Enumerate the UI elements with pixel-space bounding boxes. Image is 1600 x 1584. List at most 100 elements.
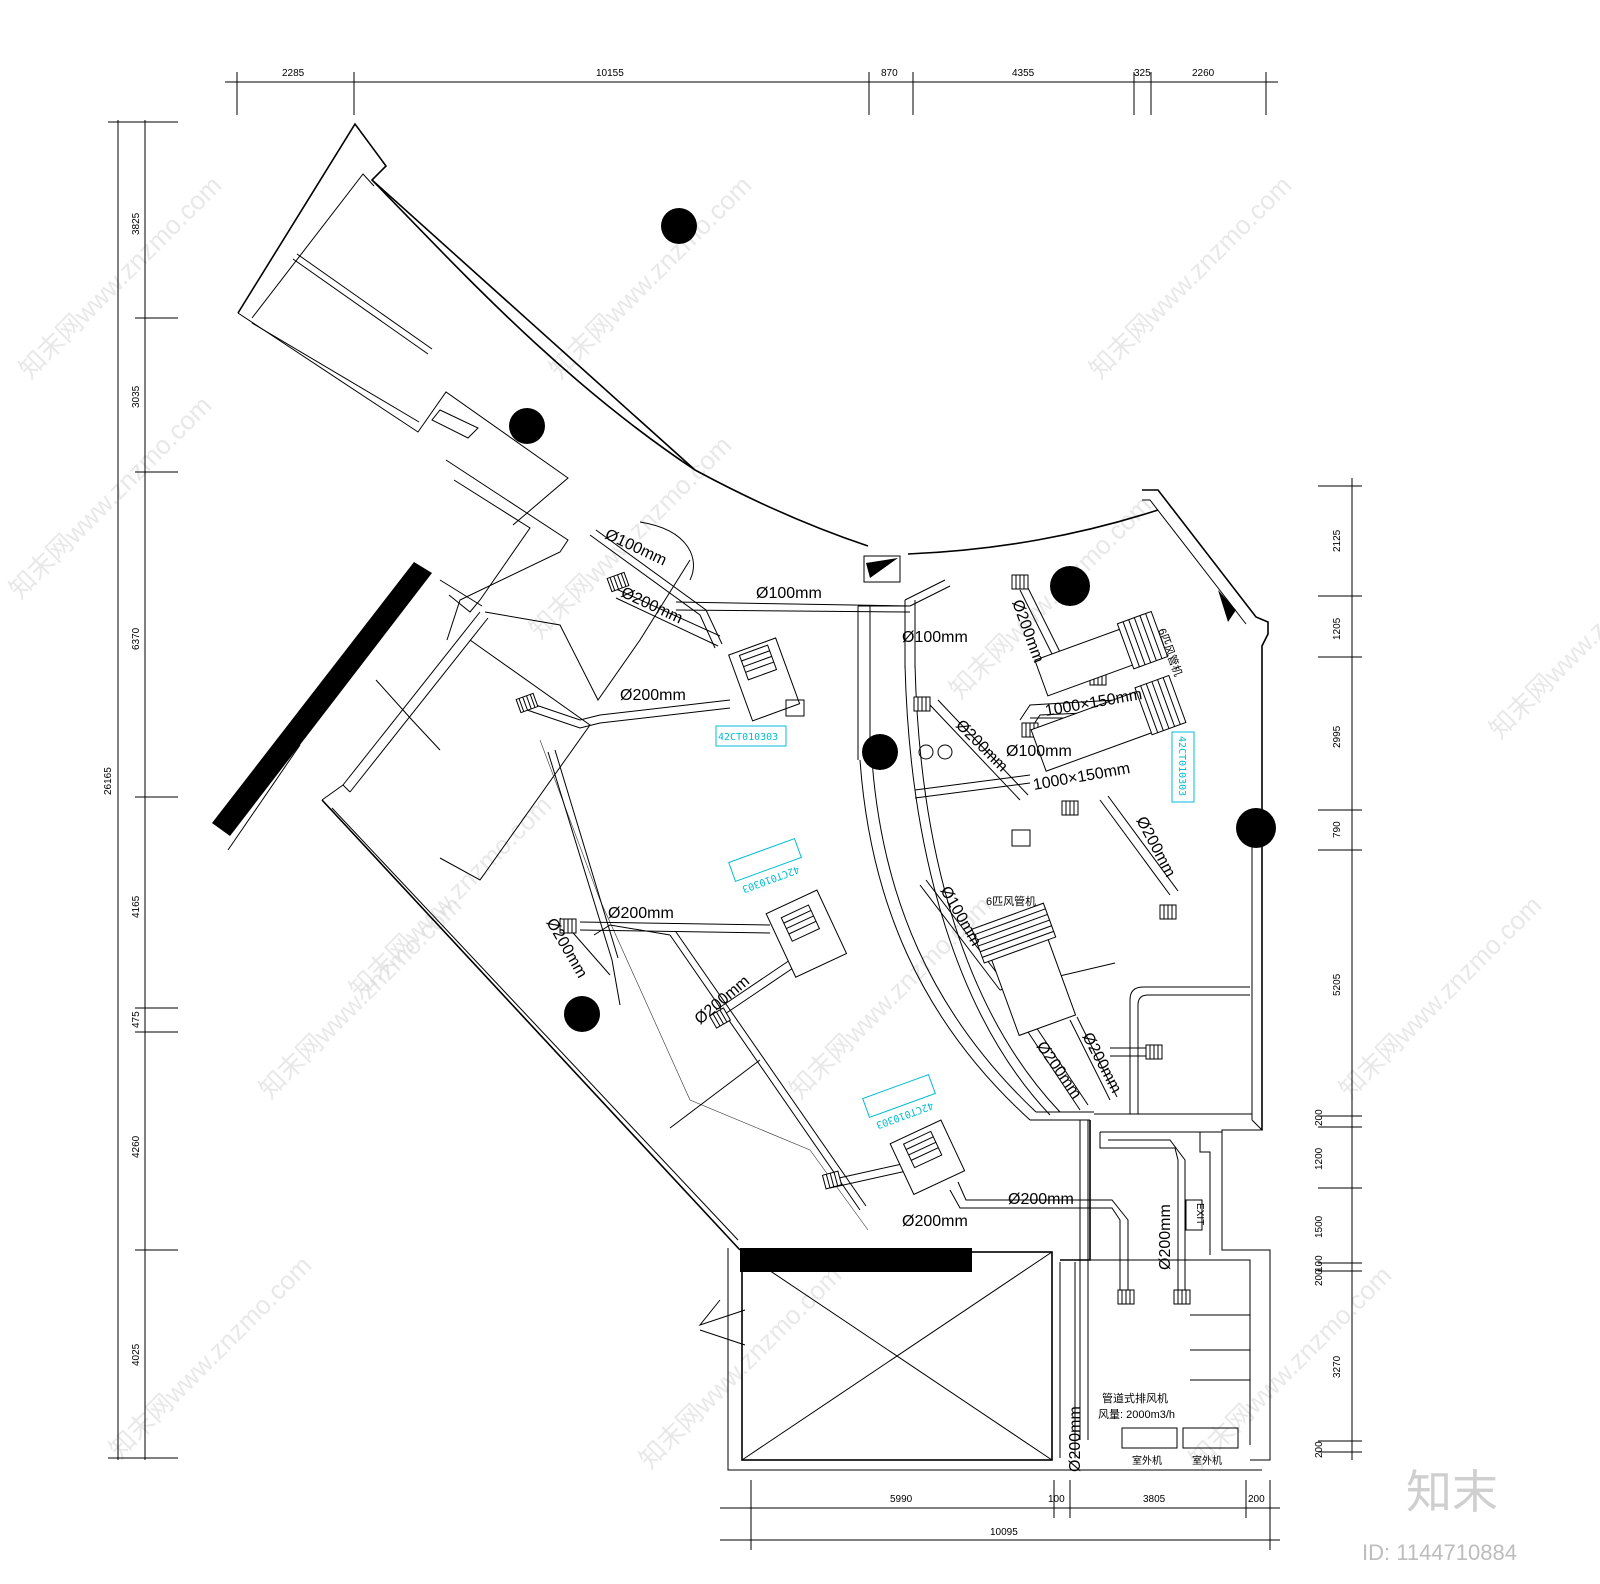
misc-symbols [431,409,1236,847]
dim-right-3: 2995 [1332,725,1343,748]
bottom-dimension-line: 5990 100 3805 200 10095 [720,1480,1280,1550]
diffuser [559,918,577,934]
brand-logo: 知末 [1406,1466,1498,1518]
diffuser [1117,1289,1135,1305]
speaker-icon [1011,829,1031,847]
duct-label: Ø200mm [1067,1406,1084,1472]
duct-label: Ø200mm [902,1213,968,1230]
dim-top-5: 325 [1134,68,1151,79]
column [862,734,898,770]
outdoor-unit-label: 室外机 [1132,1454,1162,1467]
dim-bottom-4: 200 [1248,1494,1265,1505]
duct-label: Ø200mm [1008,1191,1074,1208]
dim-right-12: 200 [1314,1441,1325,1458]
duct-label: Ø200mm [952,717,1011,776]
dim-top-1: 2285 [282,68,305,79]
dim-right-1: 2125 [1332,529,1343,552]
ac-duct-unit [1034,610,1169,697]
dim-left-7: 4025 [131,1343,142,1366]
diffuser [1159,904,1177,920]
column [564,996,600,1032]
building-walls [227,122,1271,1471]
diffuser [1061,800,1079,816]
dim-right-6: 200 [1314,1109,1325,1126]
dim-right-4: 790 [1332,821,1343,838]
watermark-layer: 知末网www.znzmo.com 知末网www.znzmo.com 知末网www… [3,170,1600,1474]
fan-icon [918,744,934,760]
ac-unit [728,637,801,722]
watermark: 知末网www.znzmo.com [1083,170,1297,384]
ac-duct-unit [1030,674,1187,772]
watermark: 知末网www.znzmo.com [633,1260,847,1474]
duct-label: Ø100mm [756,585,822,602]
column [509,408,545,444]
dim-left-6: 4260 [131,1135,142,1158]
exit-sign: EXIT [1185,1199,1205,1231]
duct-label: Ø200mm [608,905,674,922]
diffuser [515,692,539,714]
duct-label: Ø200mm [1157,1204,1174,1270]
duct-label: Ø100mm [902,629,968,646]
watermark: 知末网www.znzmo.com [543,170,757,384]
stair-symbol [431,409,479,439]
exit-sign-text: EXIT [1194,1203,1205,1225]
watermark: 知末网www.znzmo.com [1483,530,1600,744]
dim-right-7: 1200 [1314,1147,1325,1170]
fan-unit-label: 6匹风管机 [986,894,1036,908]
dim-top-4: 4355 [1012,68,1035,79]
watermark: 知末网www.znzmo.com [13,170,227,384]
dim-left-2: 3035 [131,385,142,408]
ac-units [728,610,1187,1196]
columns [509,208,1276,1032]
black-wall-bottom [740,1248,972,1272]
dim-left-4: 4165 [131,895,142,918]
watermark: 知末网www.znzmo.com [3,390,217,604]
exhaust-fan-airflow: 风量: 2000m3/h [1098,1408,1175,1421]
column [1236,808,1276,848]
dim-bottom-total: 10095 [990,1527,1018,1538]
diffuser [1011,574,1029,590]
ac-duct-unit [971,902,1077,1037]
unit-tag: 42CT010303 [874,1099,934,1130]
dim-left-5: 475 [131,1011,142,1028]
dim-top-2: 10155 [596,68,624,79]
exhaust-fan-name: 管道式排风机 [1102,1391,1168,1405]
dim-left-3: 6370 [131,627,142,650]
column [661,208,697,244]
dim-bottom-3: 3805 [1143,1494,1166,1505]
ac-unit [889,1119,966,1196]
dim-top-3: 870 [881,68,898,79]
duct-label: Ø200mm [1078,1030,1124,1096]
left-dimension-line: 26165 3825 3035 6370 4165 475 4260 4025 [103,120,178,1460]
shaft-marker [1218,590,1236,622]
outdoor-unit-label: 室外机 [1192,1454,1222,1467]
duct-label: Ø100mm [1006,743,1072,760]
diffuser [1173,1289,1191,1305]
dim-top-6: 2260 [1192,68,1215,79]
dim-right-10: 200 [1314,1269,1325,1286]
duct-label: Ø200mm [1132,814,1178,880]
image-id: ID: 1144710884 [1362,1540,1517,1565]
watermark: 知末网www.znzmo.com [1183,1260,1397,1474]
dim-right-9: 100 [1314,1255,1325,1272]
black-wall-left [212,562,432,836]
dim-left-total: 26165 [103,767,114,795]
diffuser [913,696,931,712]
unit-tag: 42CT010303 [740,863,800,894]
duct-label: Ø200mm [1033,1039,1085,1103]
top-dimension-line: 2285 10155 870 4355 325 2260 [225,68,1278,115]
fan-icon [937,744,953,760]
dim-right-2: 1205 [1332,617,1343,640]
right-dimension-line: 2125 1205 2995 790 5205 200 1200 1500 10… [1314,478,1362,1460]
duct-label: Ø200mm [620,687,686,704]
dim-bottom-1: 5990 [890,1494,913,1505]
speaker-icon [785,699,805,717]
shaft [863,555,901,583]
column [1050,566,1090,606]
watermark: 知末网www.znzmo.com [1333,890,1547,1104]
dim-right-5: 5205 [1332,973,1343,996]
diffuser [1145,1044,1163,1060]
dim-right-11: 3270 [1332,1355,1343,1378]
diffuser [821,1170,843,1190]
